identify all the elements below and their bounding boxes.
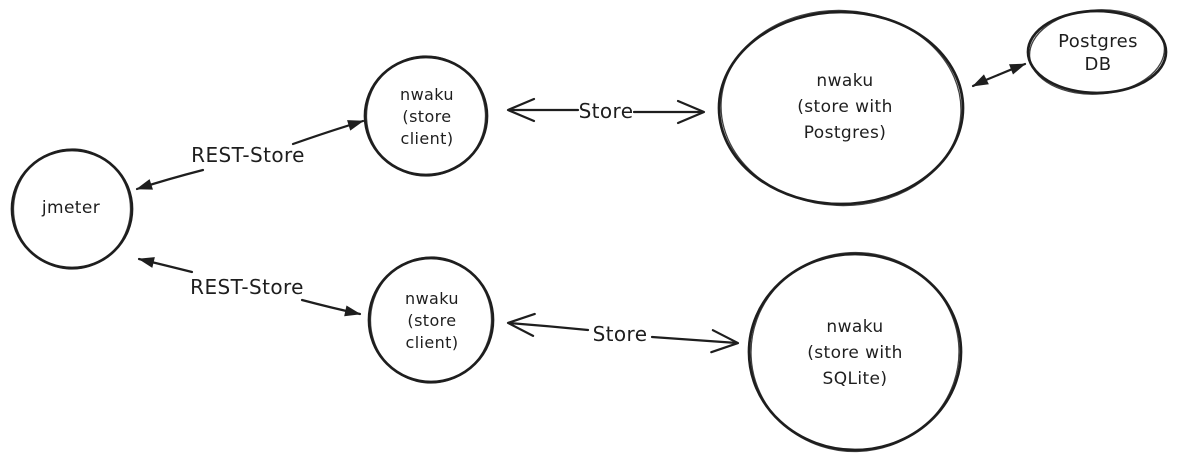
node-nwaku-postgres-label: nwaku (store with Postgres): [797, 68, 893, 146]
node-store-client-bottom-label: nwaku (store client): [405, 288, 459, 354]
label-line: (store with: [807, 343, 903, 363]
arrow-store-bottom: [506, 312, 740, 354]
edge-label-rest-store-top: REST-Store: [191, 143, 305, 167]
node-postgres-db-label: Postgres DB: [1058, 30, 1138, 76]
arrow-rest-store-bottom: [137, 257, 362, 317]
node-nwaku-sqlite-shape: [747, 251, 963, 453]
arrow-store-top: [506, 97, 706, 125]
label-line: jmeter: [41, 198, 101, 218]
label-line: Postgres: [1058, 31, 1138, 52]
edge-label-rest-store-bottom: REST-Store: [190, 275, 304, 299]
label-line: nwaku: [826, 317, 884, 337]
label-line: (store: [407, 311, 457, 330]
label-line: (store with: [797, 97, 893, 117]
label-line: nwaku: [400, 85, 454, 104]
label-line: DB: [1084, 54, 1112, 75]
node-store-client-bottom-shape: [367, 256, 495, 384]
label-line: Postgres): [803, 123, 887, 143]
label-line: client): [400, 129, 454, 148]
node-jmeter-shape: [10, 148, 134, 270]
node-nwaku-sqlite-label: nwaku (store with SQLite): [807, 314, 903, 392]
node-store-client-top-label: nwaku (store client): [400, 84, 454, 150]
arrow-rest-store-top: [135, 119, 365, 191]
label-line: (store: [402, 107, 452, 126]
node-postgres-db-shape: [1026, 9, 1168, 95]
arrow-postgres-db-link: [971, 62, 1027, 88]
edge-label-store-top: Store: [578, 99, 634, 123]
node-jmeter-label: jmeter: [42, 197, 100, 219]
label-line: nwaku: [405, 289, 459, 308]
node-store-client-top-shape: [363, 55, 489, 177]
label-line: nwaku: [816, 71, 874, 91]
node-nwaku-postgres-shape: [717, 9, 965, 207]
label-line: client): [405, 333, 459, 352]
label-line: SQLite): [822, 369, 888, 389]
edge-label-store-bottom: Store: [592, 322, 648, 346]
